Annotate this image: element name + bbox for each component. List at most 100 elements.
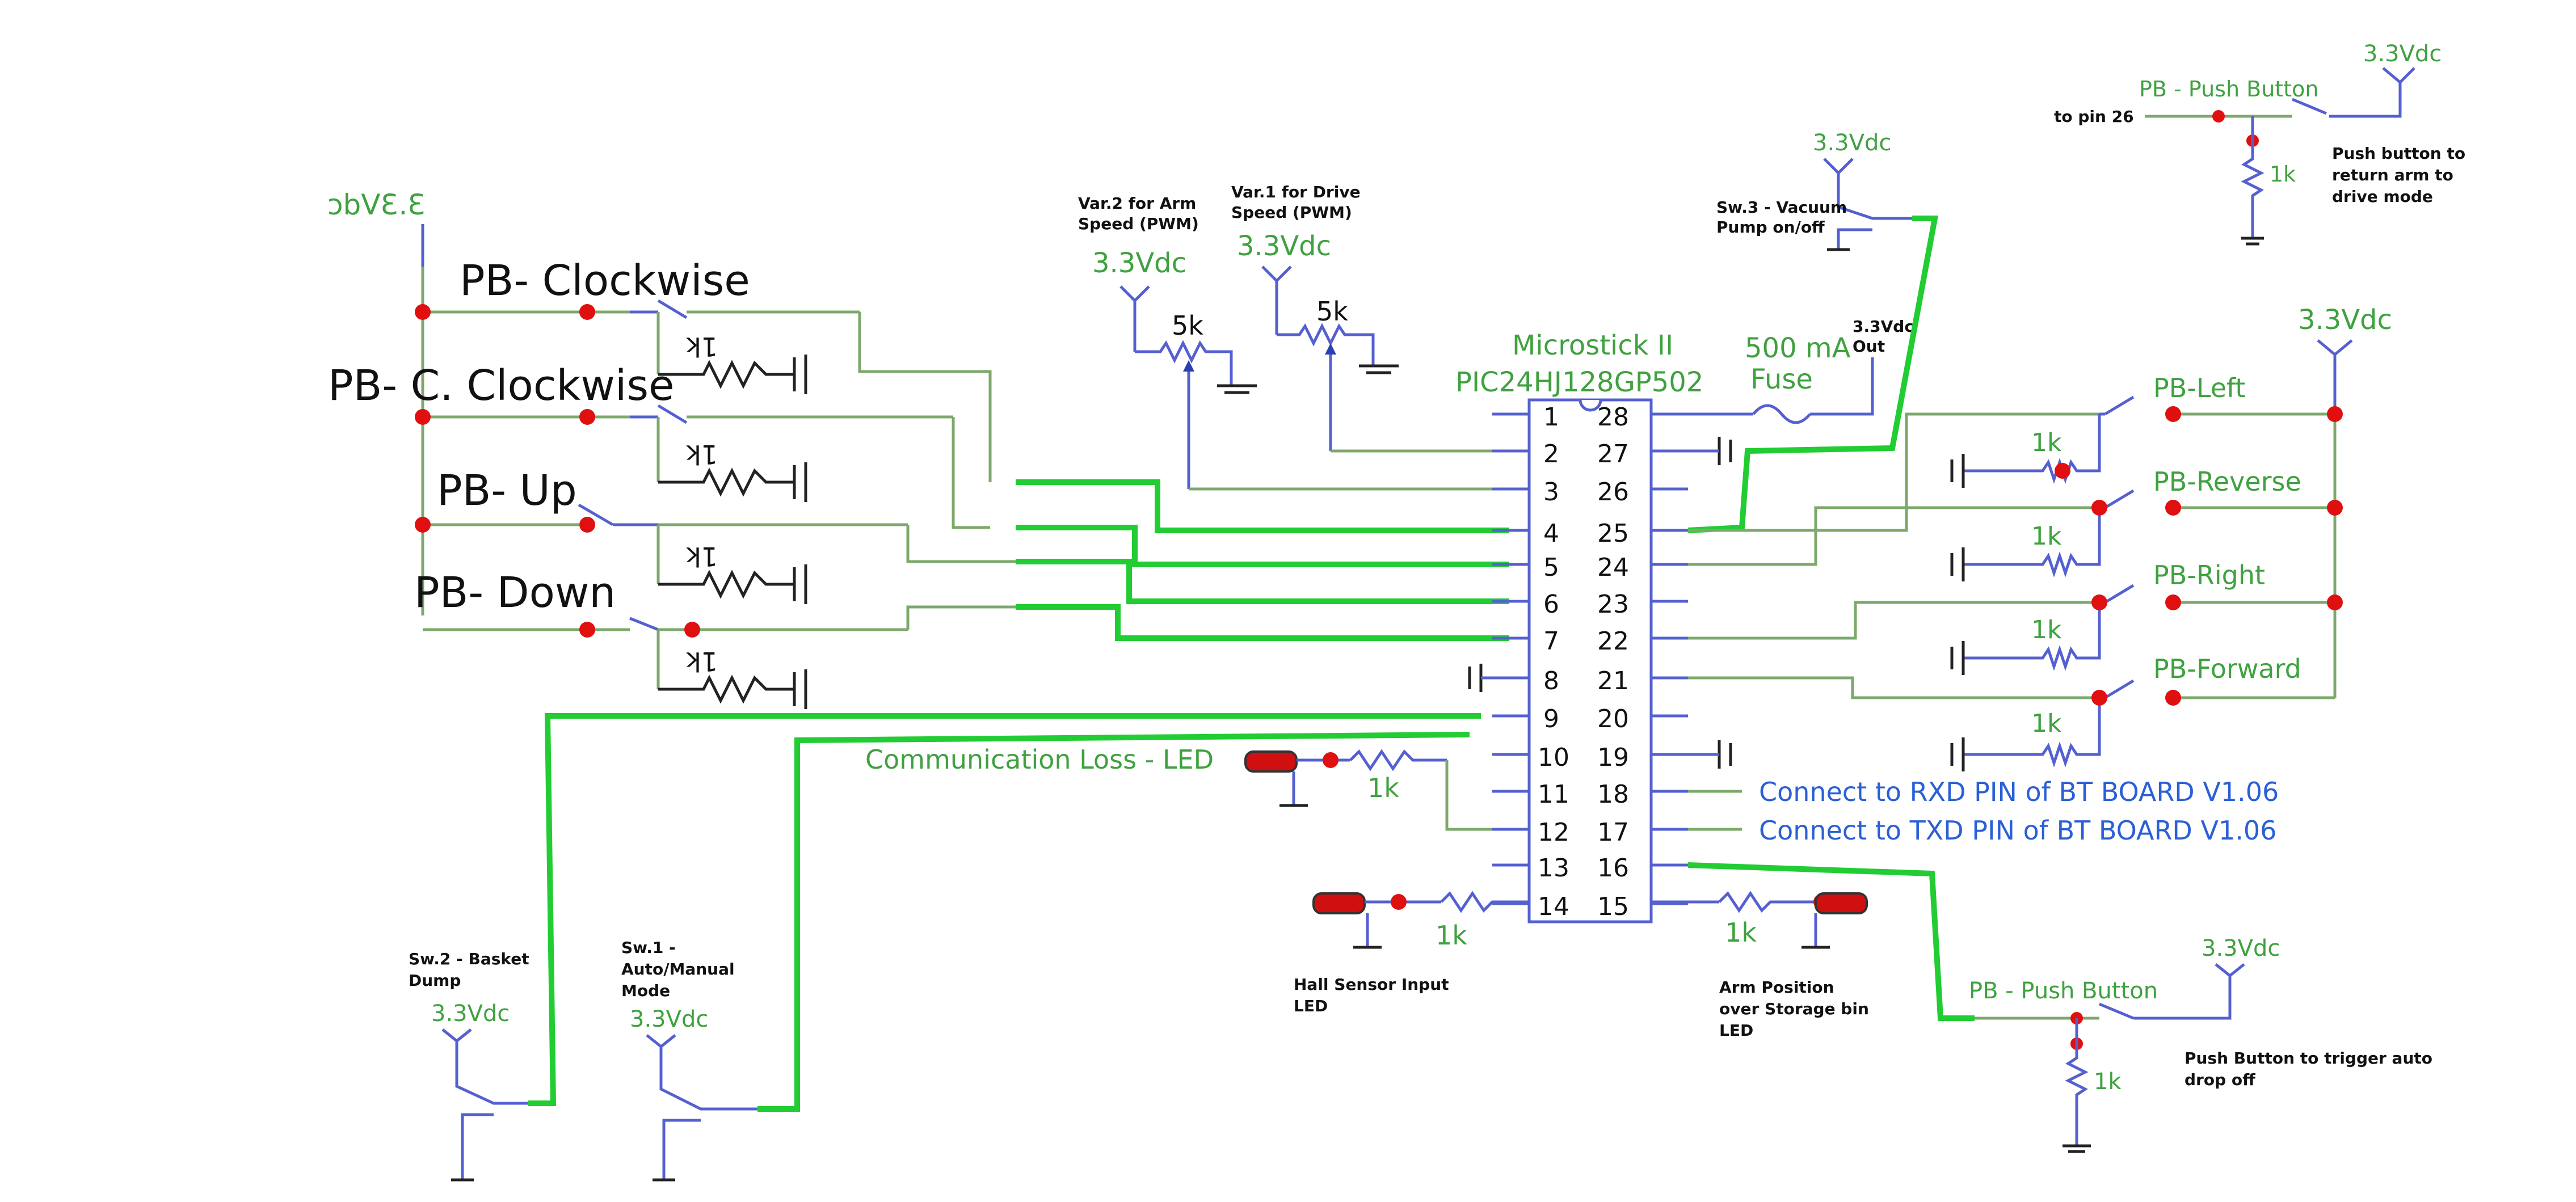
sw3-line2: Pump on/off <box>1716 218 1825 237</box>
right-button-block: 3.3Vdc PB-Left 1k PB-Reverse 1k <box>1688 304 2392 771</box>
push-bottom-rail: 3.3Vdc <box>2202 935 2280 961</box>
fuse-name: Fuse <box>1750 364 1813 395</box>
chip-right-pins: 28 27 26 25 24 23 22 21 20 19 18 17 16 1… <box>1597 403 1688 921</box>
pin-right: 24 <box>1597 553 1688 582</box>
pin-right: 17 <box>1597 818 1688 847</box>
pin-number: 7 <box>1543 627 1559 656</box>
pin-number: 3 <box>1543 478 1559 507</box>
bt-board-links: Connect to RXD PIN of BT BOARD V1.06 Con… <box>1688 777 2279 846</box>
push-top-desc2: return arm to <box>2332 166 2453 184</box>
pin-right: 26 <box>1597 478 1688 507</box>
pot-var1-value: 5k <box>1316 296 1348 327</box>
pb-forward-label: PB-Forward <box>2153 653 2301 684</box>
pin-number: 6 <box>1543 590 1559 619</box>
pb-right-row: PB-Right 1k <box>1688 560 2343 675</box>
pb-forward-row: PB-Forward 1k <box>1688 653 2335 771</box>
pin-right: 23 <box>1597 590 1688 619</box>
pin-number: 9 <box>1543 705 1559 733</box>
pin-number: 21 <box>1597 667 1629 695</box>
push-bottom-label: PB - Push Button <box>1969 978 2158 1004</box>
push-button-top: 3.3Vdc PB - Push Button to pin 26 1k Pus… <box>2054 41 2465 246</box>
pb-cclockwise-label: PB- C. Clockwise <box>328 361 675 410</box>
pin-left: 4 <box>1492 519 1559 548</box>
pot-var2-line2: Speed (PWM) <box>1078 214 1199 233</box>
pb-forward-resistor: 1k <box>2031 709 2062 738</box>
pin-number: 22 <box>1597 627 1629 656</box>
hall-label2: LED <box>1294 997 1328 1015</box>
pin-number: 1 <box>1543 403 1559 432</box>
pot-var1-line2: Speed (PWM) <box>1231 203 1352 222</box>
comm-led-resistor: 1k <box>1367 773 1399 803</box>
pin-right: 25 <box>1597 519 1688 548</box>
pin-right: 16 <box>1597 854 1688 883</box>
pb-reverse-label: PB-Reverse <box>2153 466 2301 497</box>
pb-reverse-resistor: 1k <box>2031 522 2062 551</box>
pin-left: 1 <box>1492 403 1559 432</box>
chip-title: Microstick II <box>1512 330 1673 361</box>
pin-left: 7 <box>1492 627 1559 656</box>
pin-left: 6 <box>1492 590 1559 619</box>
fuse: 500 mA Fuse 3.3Vdc Out <box>1688 317 1914 424</box>
pb-right-label: PB-Right <box>2153 560 2265 591</box>
pin-left: 14 <box>1492 892 1569 921</box>
pin-number: 19 <box>1597 743 1629 772</box>
push-bottom-desc1: Push Button to trigger auto <box>2184 1049 2432 1068</box>
sw1-line3: Mode <box>621 981 670 1000</box>
pin-right: 21 <box>1597 667 1688 695</box>
push-top-desc1: Push button to <box>2332 144 2465 163</box>
pb-up-row: PB- Up 1k <box>415 466 908 604</box>
pin-number: 2 <box>1543 440 1559 469</box>
pin-left: 5 <box>1492 553 1559 582</box>
sw1-line2: Auto/Manual <box>621 960 735 979</box>
pb-left-resistor: 1k <box>2031 428 2062 457</box>
pin-left: 8 <box>1492 667 1559 695</box>
arm-label1: Arm Position <box>1719 978 1834 997</box>
pot-var2-line1: Var.2 for Arm <box>1078 194 1196 213</box>
pot-var2-value: 5k <box>1172 310 1203 341</box>
sw1-line1: Sw.1 - <box>621 938 676 957</box>
hall-resistor: 1k <box>1436 920 1467 951</box>
arm-position-led: 1k Arm Position over Storage bin LED <box>1651 891 1869 1040</box>
bt-txd-label: Connect to TXD PIN of BT BOARD V1.06 <box>1759 815 2276 846</box>
pin-left: 2 <box>1492 440 1559 469</box>
pin-number: 8 <box>1543 667 1559 695</box>
right-rail-label: 3.3Vdc <box>2298 304 2392 336</box>
sw3-line1: Sw.3 - Vacuum <box>1716 198 1847 217</box>
pin-number: 25 <box>1597 519 1629 548</box>
push-top-pin-note: to pin 26 <box>2054 107 2134 126</box>
pb-clockwise-resistor: 1k <box>686 331 718 362</box>
arm-label2: over Storage bin <box>1719 999 1869 1018</box>
chip-left-pins: 1 2 3 4 5 6 7 8 9 10 11 12 13 14 <box>1492 403 1569 921</box>
pin-left: 12 <box>1492 818 1569 847</box>
fuse-out-line2: Out <box>1853 337 1885 356</box>
pin-right: 15 <box>1597 892 1688 921</box>
fuse-out-line1: 3.3Vdc <box>1853 317 1914 336</box>
pin-number: 15 <box>1597 892 1629 921</box>
microcontroller-chip: Microstick II PIC24HJ128GP502 1 2 3 4 5 … <box>1455 330 1732 923</box>
comm-loss-led: Communication Loss - LED 1k <box>865 744 1492 831</box>
push-top-desc3: drive mode <box>2332 187 2433 206</box>
pin-number: 14 <box>1538 892 1569 921</box>
push-bottom-resistor: 1k <box>2094 1069 2122 1095</box>
pot-var1-rail: 3.3Vdc <box>1237 230 1331 262</box>
pb-up-label: PB- Up <box>437 466 577 515</box>
pin-number: 16 <box>1597 854 1629 883</box>
switch-sw1: Sw.1 - Auto/Manual Mode 3.3Vdc <box>621 732 1470 1182</box>
pb-clockwise-row: PB- Clockwise 1k <box>415 256 860 394</box>
sw2-rail: 3.3Vdc <box>431 1001 510 1027</box>
hall-sensor-led: 1k Hall Sensor Input LED <box>1294 891 1529 1015</box>
push-button-bottom: 3.3Vdc PB - Push Button 1k Push Button t… <box>1687 862 2432 1153</box>
pin-number: 24 <box>1597 553 1629 582</box>
pb-left-label: PB-Left <box>2153 373 2245 403</box>
pin-number: 11 <box>1538 780 1569 809</box>
push-top-rail: 3.3Vdc <box>2363 41 2442 67</box>
pb-left-row: PB-Left 1k <box>1688 373 2343 532</box>
pin-left: 13 <box>1492 854 1569 883</box>
pin-right: 28 <box>1597 403 1688 432</box>
sw2-line2: Dump <box>409 971 461 990</box>
switch-sw2: Sw.2 - Basket Dump 3.3Vdc <box>409 713 1481 1182</box>
pb-reverse-row: PB-Reverse 1k <box>1688 466 2343 581</box>
switch-sw3: 3.3Vdc Sw.3 - Vacuum Pump on/off <box>1687 130 1939 533</box>
pin-right: 20 <box>1597 705 1688 733</box>
